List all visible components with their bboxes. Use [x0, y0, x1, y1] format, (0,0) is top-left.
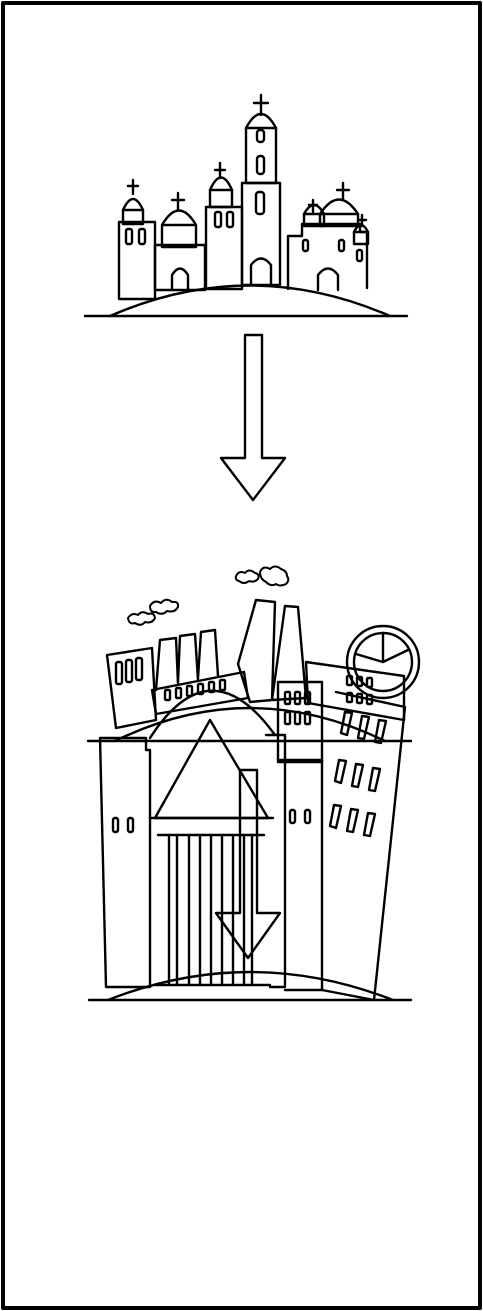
hill [110, 286, 390, 317]
right-cathedral [288, 183, 368, 290]
small-chimneys [156, 630, 218, 690]
left-dome-building [155, 193, 205, 290]
background-dome [150, 691, 275, 738]
middle-left-tower [206, 163, 242, 289]
classical-temple [150, 720, 273, 985]
modern-skyline-icon [89, 682, 411, 1000]
left-office-building [100, 738, 150, 987]
tall-chimneys [238, 600, 306, 702]
arrow-down-icon [216, 770, 280, 958]
church-skyline-icon [85, 95, 407, 316]
tilted-skyscraper [322, 692, 405, 1000]
smoke-clouds [128, 567, 288, 625]
right-low-building [266, 735, 322, 990]
central-bell-tower [242, 95, 280, 285]
left-block-building [107, 648, 156, 728]
arrow-down-icon [221, 335, 285, 500]
factory-skyline-icon [88, 567, 419, 742]
left-tower [119, 180, 155, 299]
